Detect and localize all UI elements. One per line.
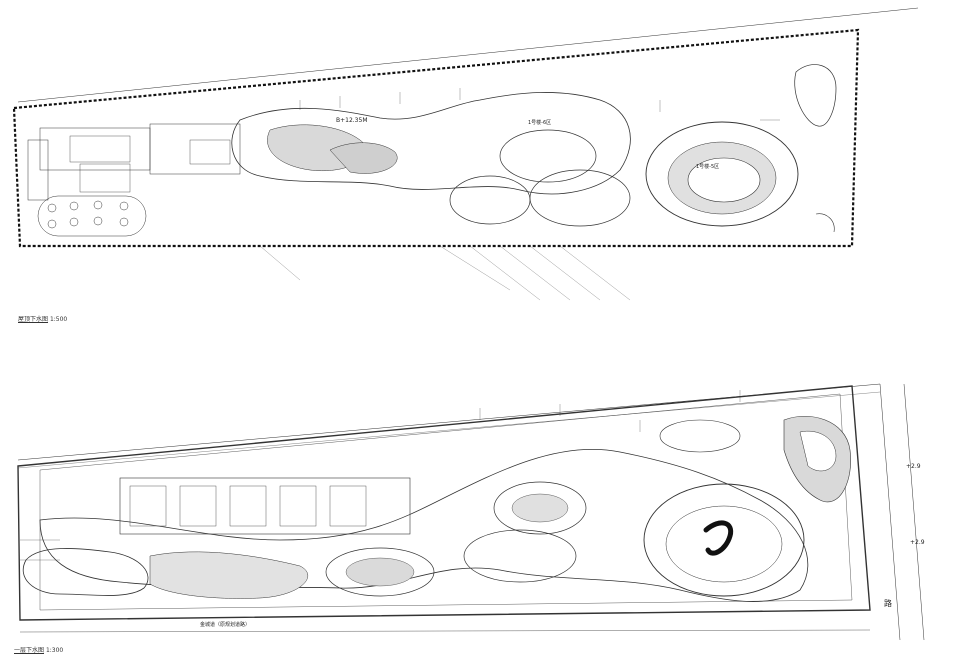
top-boundary-dashed [12,28,860,248]
bottom-plan-title: 一层下水图 [14,647,45,654]
top-plan-scale: 1:500 [49,316,68,323]
top-note-b: 1号楼-5区 [696,163,719,170]
bottom-elevation-b: +2.9 [910,539,925,546]
bottom-ground-drainage-plan [17,383,925,641]
top-plan-title: 屋顶下水图 [18,316,49,323]
bottom-elevation-a: +2.9 [906,463,921,470]
top-level-label: B+12.35M [336,117,368,124]
bottom-plan-caption: 一层下水图 1:300 [14,645,63,654]
top-plan-caption: 屋顶下水图 1:500 [18,314,67,323]
top-roof-drainage-plan [12,7,919,301]
bottom-road-label-right: 路 [884,598,892,608]
bottom-road-label: 金城道（原规划道路） [200,621,250,628]
bottom-plan-scale: 1:300 [45,647,64,654]
top-note-a: 1号楼-6区 [528,119,551,126]
bottom-boundary [17,385,871,621]
